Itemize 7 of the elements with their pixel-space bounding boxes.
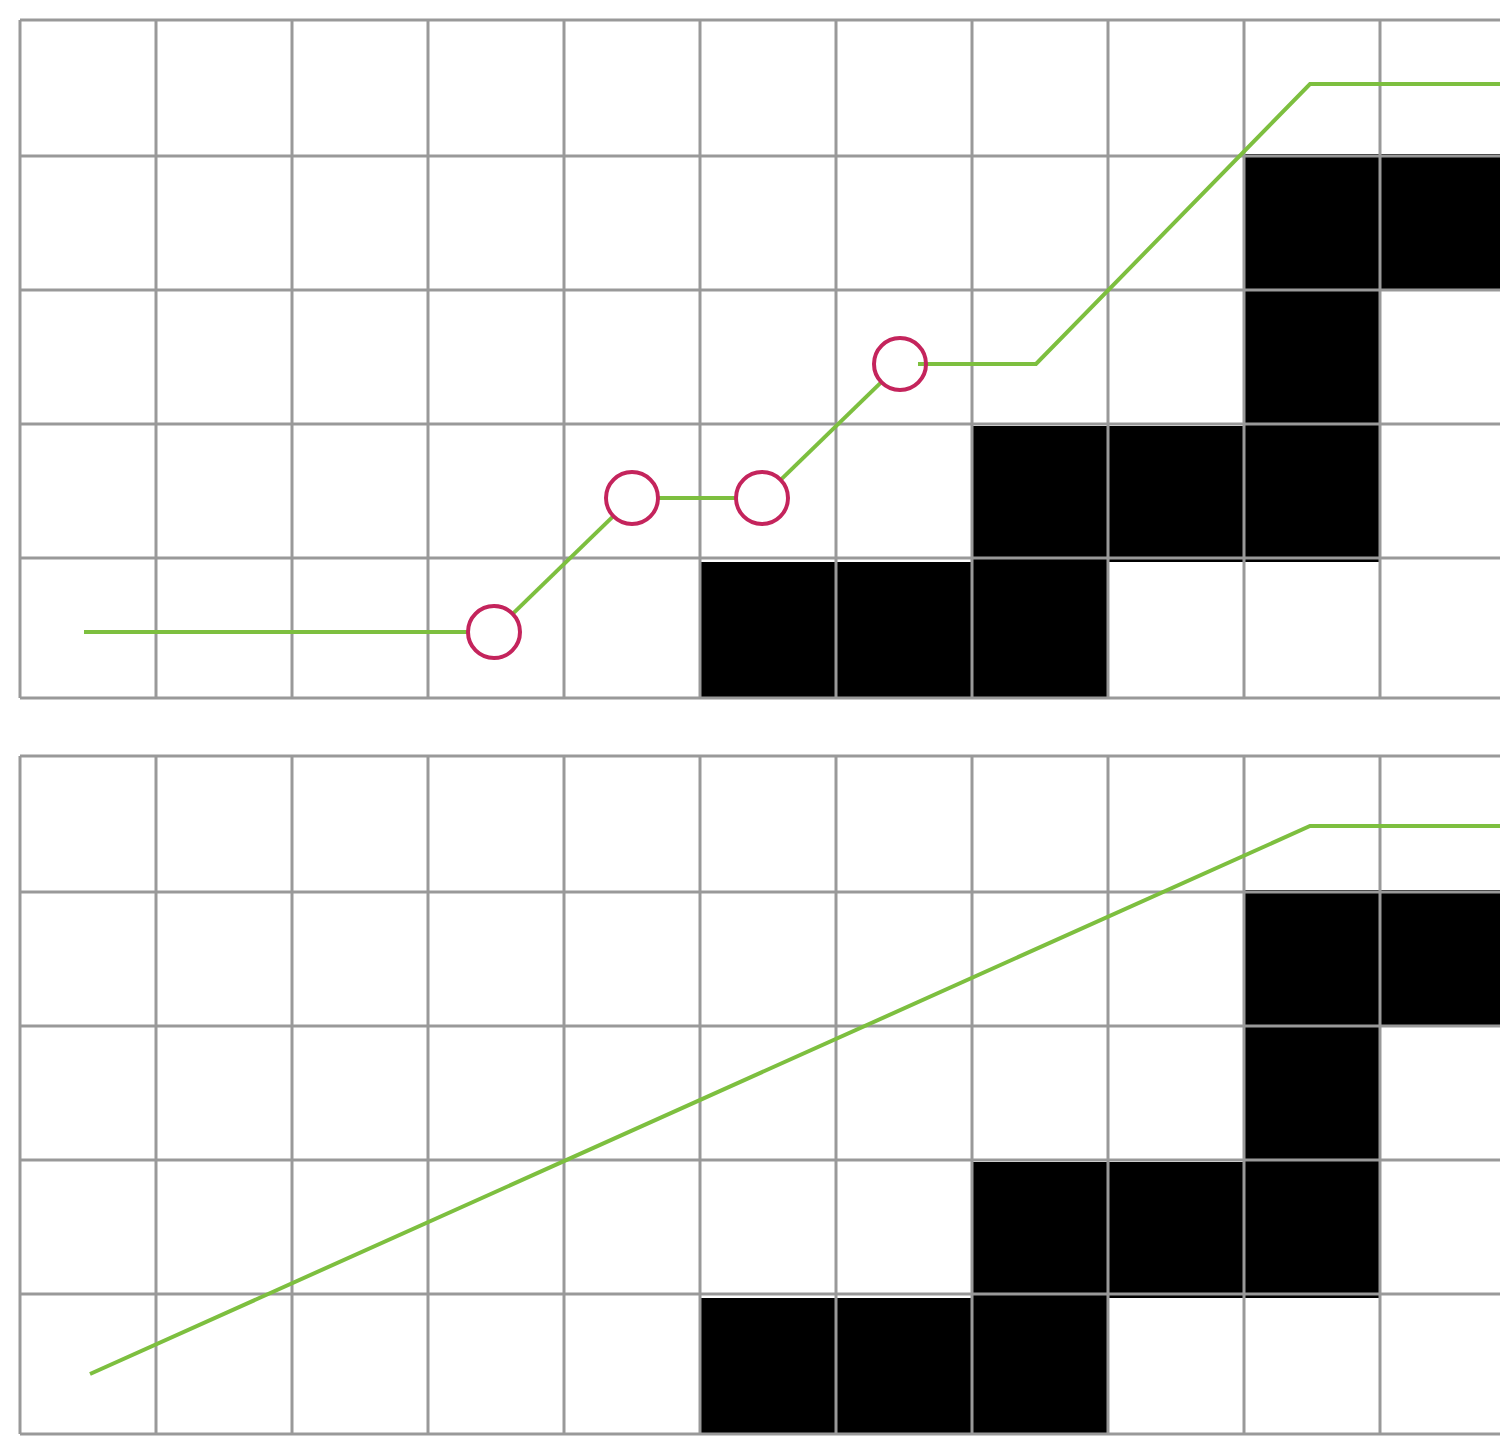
vertex-circle bbox=[872, 336, 928, 392]
vertex-circle bbox=[466, 604, 522, 660]
line-segment bbox=[658, 496, 736, 500]
line-segment bbox=[511, 514, 615, 616]
vertex-circle bbox=[604, 470, 660, 526]
vertex-circle bbox=[734, 470, 790, 526]
line-segment bbox=[779, 380, 883, 482]
